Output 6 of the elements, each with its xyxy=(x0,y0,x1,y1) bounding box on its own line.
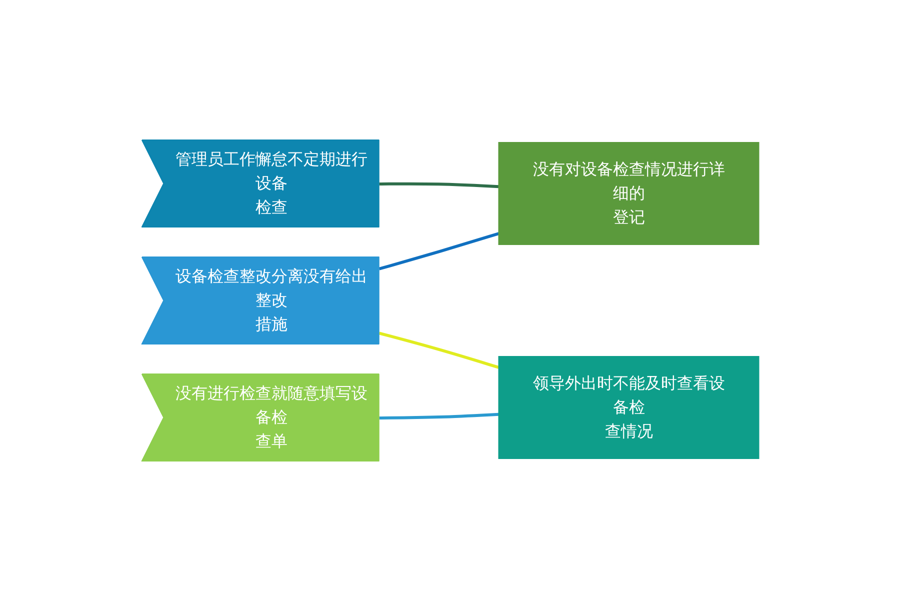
connector xyxy=(378,232,499,270)
node-box: 没有对设备检查情况进行详细的登记 xyxy=(498,142,759,244)
connector xyxy=(378,331,499,368)
connector xyxy=(378,412,498,419)
connector xyxy=(378,182,498,188)
node-box: 领导外出时不能及时查看设备检查情况 xyxy=(498,356,759,458)
